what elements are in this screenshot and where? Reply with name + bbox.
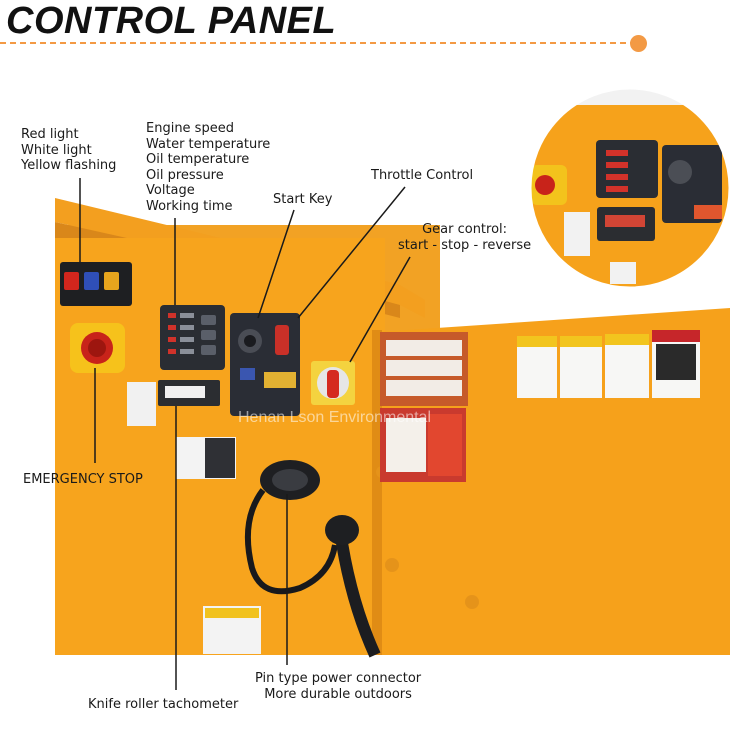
gear-selector-knob[interactable]	[327, 370, 339, 398]
label-gear-line2: start - stop - reverse	[398, 237, 532, 253]
throttle-switch[interactable]	[275, 325, 289, 355]
label-water-temperature: Water temperature	[146, 136, 271, 152]
red-light-switch[interactable]	[64, 272, 79, 290]
label-voltage: Voltage	[146, 183, 195, 198]
title-divider-dot	[630, 35, 647, 52]
bolt	[385, 558, 399, 572]
label-power-connector: Pin type power connector More durable ou…	[255, 671, 421, 702]
label-working-time: Working time	[146, 198, 233, 214]
label-connector-line1: Pin type power connector	[255, 671, 422, 686]
label-white-light: White light	[21, 142, 92, 158]
label-throttle-control: Throttle Control	[371, 168, 474, 183]
label-red-light: Red light	[21, 127, 79, 142]
bolt	[465, 595, 479, 609]
panel-edge	[372, 330, 382, 655]
key-panel	[230, 313, 300, 416]
label-lights: Red light White light Yellow flashing	[21, 127, 116, 174]
label-yellow-flashing: Yellow flashing	[21, 158, 117, 173]
leader-gear	[349, 256, 411, 363]
label-emergency-stop: EMERGENCY STOP	[23, 472, 143, 487]
label-connector-line2: More durable outdoors	[264, 686, 412, 702]
leader-start-key	[257, 209, 295, 319]
label-gear-control: Gear control: start - stop - reverse	[398, 222, 531, 253]
label-gear-line1: Gear control:	[422, 222, 508, 237]
label-start-key: Start Key	[273, 192, 333, 207]
label-gauges: Engine speed Water temperature Oil tempe…	[146, 121, 270, 214]
page-title: CONTROL PANEL	[6, 0, 337, 42]
small-sticker	[127, 382, 156, 426]
label-oil-temperature: Oil temperature	[146, 152, 250, 167]
yellow-flash-switch[interactable]	[104, 272, 119, 290]
label-knife-roller-tachometer: Knife roller tachometer	[88, 697, 239, 712]
power-cable-lower	[334, 529, 381, 658]
title-divider	[0, 42, 636, 44]
label-engine-speed: Engine speed	[146, 121, 234, 136]
white-light-switch[interactable]	[84, 272, 99, 290]
power-cable	[244, 488, 338, 595]
watermark: Henan Lson Environmental	[238, 409, 432, 426]
leader-throttle	[297, 186, 406, 319]
zoom-inset	[530, 88, 730, 288]
label-oil-pressure: Oil pressure	[146, 167, 224, 183]
